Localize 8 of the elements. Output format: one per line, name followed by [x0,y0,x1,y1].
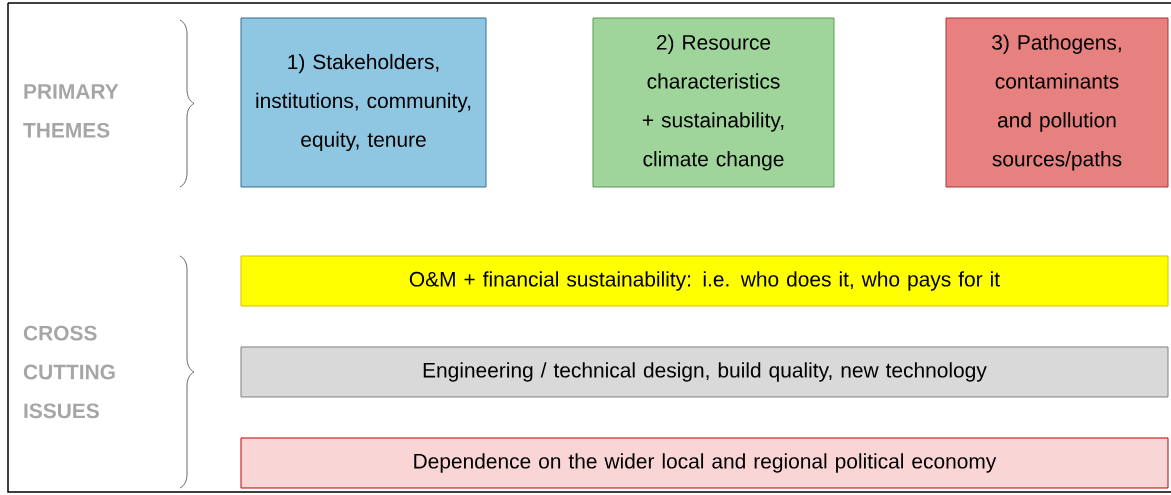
issue-bar: O&M + financial sustainability: i.e. who does it, who pays for it [240,255,1169,307]
issue-bar: Dependence on the wider local and regional political economy [240,437,1169,489]
side-label: PRIMARY THEMES [23,84,119,138]
issue-bar: Engineering / technical design, build quality, new technology [240,346,1169,398]
side-label: CROSS CUTTING ISSUES [23,325,115,419]
theme-box: 1) Stakeholders, institutions, community, equity, tenure [240,17,487,188]
theme-box: 3) Pathogens, contaminants and pollution sources/paths [945,17,1169,188]
theme-box: 2) Resource characteristics + sustainability, climate change [592,17,835,188]
